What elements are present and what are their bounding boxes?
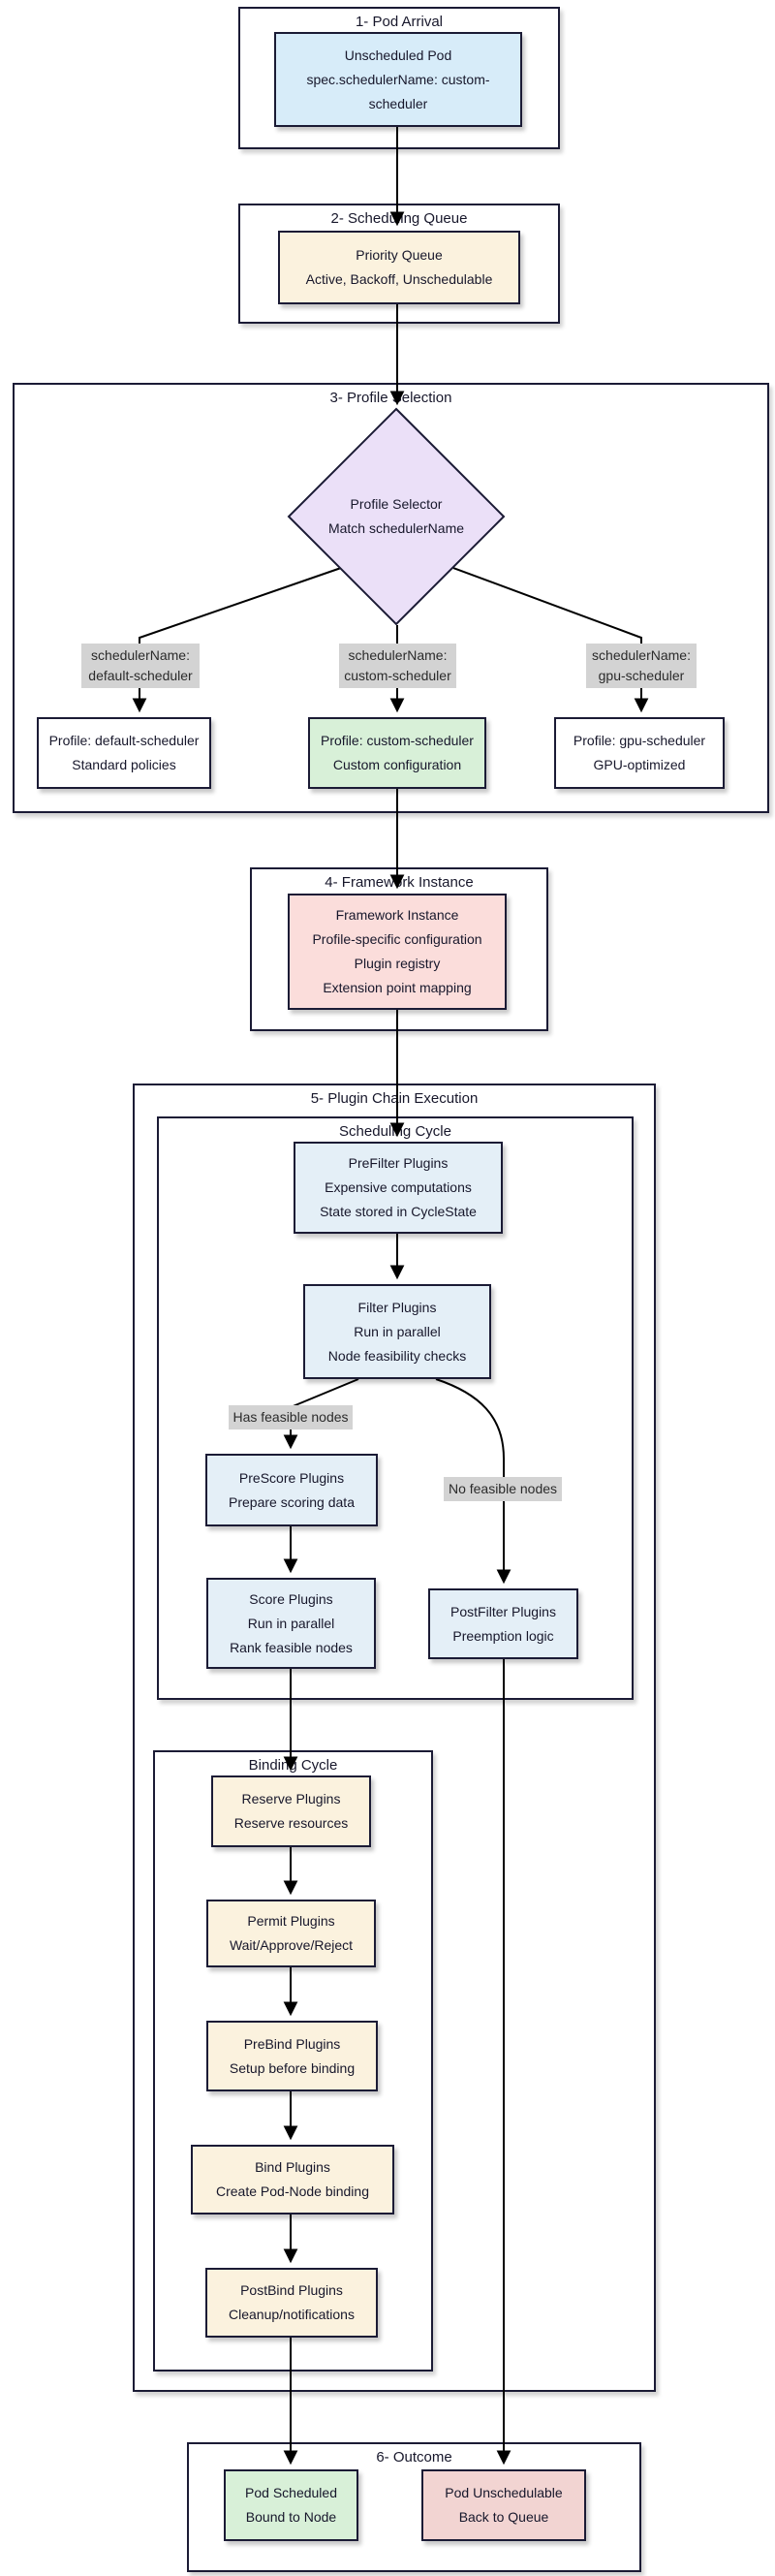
node-profile-selector-text: Profile Selector Match schedulerName — [280, 400, 512, 633]
node-framework-instance: Framework Instance Profile-specific conf… — [288, 894, 507, 1010]
node-text: State stored in CycleState — [320, 1204, 477, 1219]
node-text: Permit Plugins — [247, 1913, 335, 1929]
node-text: Pod Scheduled — [245, 2485, 337, 2500]
node-permit: Permit Plugins Wait/Approve/Reject — [206, 1900, 376, 1967]
node-text: Score Plugins — [249, 1590, 333, 1607]
node-text: Filter Plugins — [357, 1299, 437, 1315]
node-text: Expensive computations — [325, 1179, 472, 1195]
node-text: Wait/Approve/Reject — [229, 1937, 354, 1953]
node-text: Bind Plugins — [255, 2159, 330, 2175]
node-text: Run in parallel — [354, 1323, 441, 1339]
node-text: Profile: custom-scheduler — [321, 733, 474, 748]
section-outcome-title: 6- Outcome — [376, 2449, 452, 2466]
node-text: PostFilter Plugins — [450, 1603, 556, 1619]
node-text: Node feasibility checks — [327, 1347, 467, 1364]
node-text: Extension point mapping — [323, 980, 472, 995]
node-text: Prepare scoring data — [229, 1493, 355, 1510]
node-text: Bound to Node — [245, 2509, 337, 2525]
node-text: spec.schedulerName: custom- — [306, 71, 490, 87]
node-text: Run in parallel — [247, 1615, 335, 1631]
node-unscheduled-pod: Unscheduled Pod spec.schedulerName: cust… — [274, 32, 522, 127]
node-text: Active, Backoff, Unschedulable — [305, 271, 493, 287]
edge-label-text: schedulerName: — [592, 647, 691, 663]
edge-label-text: schedulerName: — [91, 647, 190, 663]
edge-label-gpu-scheduler: schedulerName: gpu-scheduler — [586, 644, 697, 688]
edge-label-text: No feasible nodes — [448, 1481, 558, 1496]
node-prescore: PreScore Plugins Prepare scoring data — [205, 1454, 378, 1526]
node-text: Match schedulerName — [327, 520, 465, 536]
node-text: Profile: default-scheduler — [48, 733, 200, 748]
edge-label-default-scheduler: schedulerName: default-scheduler — [81, 644, 200, 688]
edge-label-has-feasible-nodes: Has feasible nodes — [229, 1405, 353, 1429]
section-pod-arrival-title: 1- Pod Arrival — [355, 14, 444, 30]
node-text: Framework Instance — [335, 907, 459, 923]
edge-label-no-feasible-nodes: No feasible nodes — [444, 1477, 562, 1501]
edge-label-text: gpu-scheduler — [598, 668, 685, 683]
edge-label-custom-scheduler: schedulerName: custom-scheduler — [339, 644, 456, 688]
node-text: Standard policies — [72, 757, 176, 772]
node-text: scheduler — [368, 95, 428, 111]
node-profile-custom: Profile: custom-scheduler Custom configu… — [308, 717, 486, 789]
node-profile-selector: Profile Selector Match schedulerName — [280, 400, 512, 633]
node-profile-gpu: Profile: gpu-scheduler GPU-optimized — [554, 717, 725, 789]
node-text: Priority Queue — [356, 247, 443, 263]
section-plugin-chain-title: 5- Plugin Chain Execution — [310, 1090, 479, 1107]
node-text: Preemption logic — [452, 1627, 554, 1644]
node-text: Cleanup/notifications — [229, 2307, 355, 2322]
node-pod-scheduled: Pod Scheduled Bound to Node — [224, 2469, 358, 2541]
node-text: Plugin registry — [354, 956, 441, 971]
node-text: Profile: gpu-scheduler — [573, 733, 706, 748]
node-text: Setup before binding — [229, 2059, 356, 2076]
edge-label-text: schedulerName: — [348, 647, 448, 663]
node-text: Pod Unschedulable — [445, 2485, 563, 2500]
node-text: Custom configuration — [332, 757, 462, 772]
node-text: Reserve Plugins — [241, 1791, 341, 1806]
node-text: GPU-optimized — [593, 757, 686, 772]
node-text: Back to Queue — [458, 2509, 549, 2525]
node-text: Reserve resources — [233, 1815, 349, 1831]
node-postfilter: PostFilter Plugins Preemption logic — [428, 1588, 578, 1659]
node-score: Score Plugins Run in parallel Rank feasi… — [206, 1578, 376, 1669]
diamond-shape-icon — [287, 407, 506, 626]
edge-label-text: custom-scheduler — [344, 668, 451, 683]
node-text: Create Pod-Node binding — [216, 2183, 369, 2199]
node-postbind: PostBind Plugins Cleanup/notifications — [205, 2268, 378, 2338]
node-text: PreScore Plugins — [238, 1469, 345, 1486]
edge-label-text: Has feasible nodes — [232, 1409, 349, 1425]
node-text: Profile Selector — [350, 496, 443, 512]
node-profile-default: Profile: default-scheduler Standard poli… — [37, 717, 211, 789]
edge-label-text: default-scheduler — [88, 668, 193, 683]
node-pod-unschedulable: Pod Unschedulable Back to Queue — [421, 2469, 586, 2541]
node-text: PostBind Plugins — [240, 2282, 343, 2298]
node-text: Profile-specific configuration — [312, 931, 482, 947]
node-text: Rank feasible nodes — [230, 1639, 353, 1655]
node-prefilter: PreFilter Plugins Expensive computations… — [294, 1142, 503, 1234]
node-reserve: Reserve Plugins Reserve resources — [211, 1775, 371, 1847]
node-bind: Bind Plugins Create Pod-Node binding — [191, 2145, 394, 2215]
node-text: PreFilter Plugins — [348, 1155, 449, 1171]
node-prebind: PreBind Plugins Setup before binding — [206, 2021, 378, 2091]
node-filter: Filter Plugins Run in parallel Node feas… — [303, 1284, 491, 1379]
node-priority-queue: Priority Queue Active, Backoff, Unschedu… — [278, 231, 520, 304]
node-text: Unscheduled Pod — [344, 47, 452, 63]
node-text: PreBind Plugins — [243, 2035, 341, 2052]
